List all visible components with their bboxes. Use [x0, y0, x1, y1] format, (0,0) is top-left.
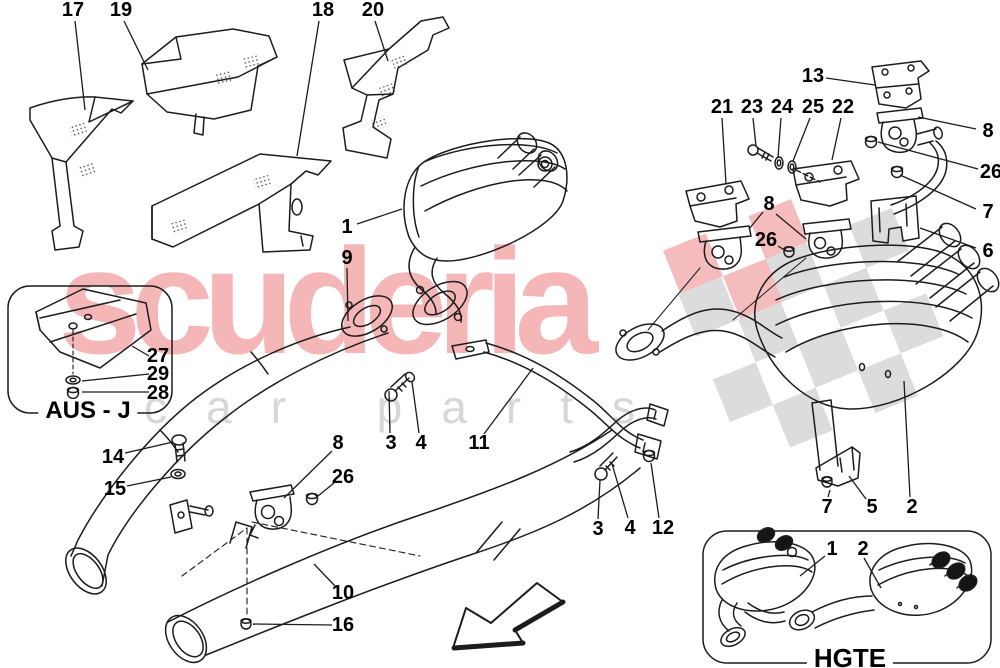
callout-21: 21	[710, 96, 734, 118]
callout-26: 26	[331, 466, 355, 488]
callout-8: 8	[982, 120, 994, 142]
heat-shield-20	[342, 16, 450, 159]
callout-10: 10	[331, 582, 355, 604]
callout-3: 3	[385, 432, 397, 454]
heat-shield-17	[29, 96, 134, 251]
callout-22: 22	[831, 96, 855, 118]
strap-bracket-11	[451, 339, 662, 460]
callout-1: 1	[341, 216, 353, 238]
callout-29: 29	[146, 363, 170, 385]
callout-16: 16	[331, 614, 355, 636]
callout-14: 14	[101, 446, 125, 468]
callout-3: 3	[592, 518, 604, 540]
callout-17: 17	[61, 0, 85, 21]
aus-j-inset-title: AUS - J	[38, 399, 138, 423]
callout-26: 26	[754, 229, 778, 251]
callout-1: 1	[826, 538, 838, 560]
callout-15: 15	[103, 478, 127, 500]
callout-11: 11	[468, 432, 490, 454]
callout-28: 28	[146, 382, 170, 404]
hgte-inset-title: HGTE	[806, 645, 894, 668]
callout-26: 26	[979, 161, 1000, 183]
clamp-8-group	[170, 434, 421, 630]
callout-20: 20	[361, 0, 385, 21]
front-pipe-10	[164, 403, 669, 664]
callout-7: 7	[982, 201, 994, 223]
front-pipe-9	[65, 295, 393, 595]
callout-18: 18	[311, 0, 335, 21]
callout-13: 13	[801, 65, 825, 87]
callout-4: 4	[415, 432, 427, 454]
callout-8: 8	[763, 193, 775, 215]
callout-23: 23	[740, 96, 764, 118]
callout-19: 19	[109, 0, 133, 21]
callout-25: 25	[801, 96, 825, 118]
muffler-2	[754, 222, 1000, 488]
direction-arrow	[451, 582, 566, 651]
callout-24: 24	[770, 96, 794, 118]
muffler-1	[403, 132, 568, 326]
callout-4: 4	[624, 517, 636, 539]
mounting-bracket-13-group	[864, 60, 948, 244]
mounting-brackets-21-22-group	[647, 144, 860, 331]
callout-2: 2	[857, 538, 869, 560]
callout-5: 5	[866, 496, 878, 518]
bolt-3-4-right	[594, 449, 656, 481]
callout-2: 2	[906, 496, 918, 518]
callout-8: 8	[332, 432, 344, 454]
callout-9: 9	[341, 247, 353, 269]
rear-pipe-2	[615, 308, 783, 361]
bolt-3-4-left	[384, 371, 416, 402]
heat-shield-19	[141, 28, 278, 136]
callout-7: 7	[821, 496, 833, 518]
heat-shield-18	[151, 153, 332, 253]
callout-27: 27	[146, 345, 170, 367]
callout-12: 12	[651, 517, 675, 539]
hgte-inset	[702, 527, 992, 664]
callout-6: 6	[982, 240, 994, 262]
